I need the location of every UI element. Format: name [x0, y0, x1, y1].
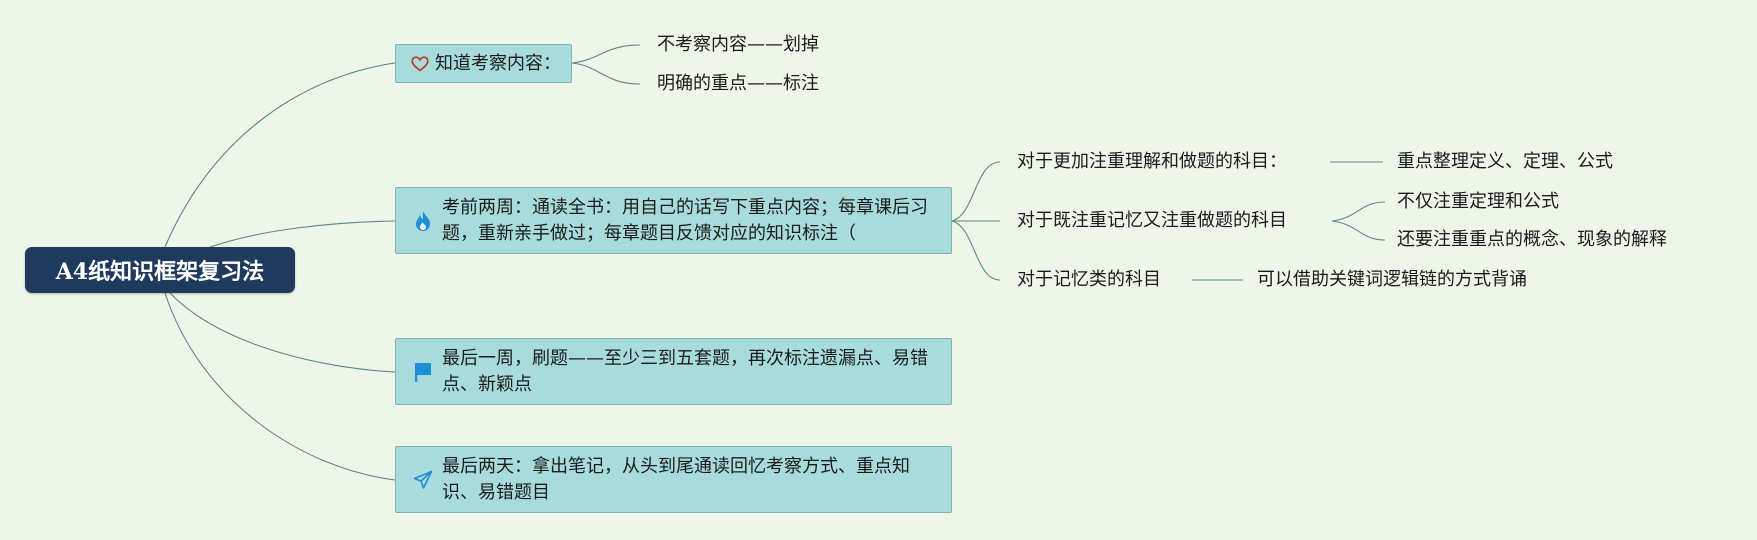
topic-last-two-days[interactable]: 最后两天：拿出笔记，从头到尾通读回忆考察方式、重点知识、易错题目 [395, 446, 952, 513]
leaf-focus-concepts[interactable]: 还要注重重点的概念、现象的解释 [1397, 229, 1667, 250]
connector-root-topic2 [209, 220, 396, 248]
topic-label: 最后两天：拿出笔记，从头到尾通读回忆考察方式、重点知识、易错题目 [442, 455, 910, 503]
leaf-focus-theorems[interactable]: 不仅注重定理和公式 [1397, 191, 1559, 212]
connector-topic1-child1 [571, 44, 641, 64]
leaf-organize-definitions[interactable]: 重点整理定义、定理、公式 [1397, 151, 1613, 172]
topic-label: 最后一周，刷题——至少三到五套题，再次标注遗漏点、易错点、新颖点 [442, 347, 928, 395]
connector-root-topic3 [169, 292, 396, 373]
topic-label: 考前两周：通读全书：用自己的话写下重点内容；每章课后习题，重新亲手做过；每章题目… [442, 196, 928, 244]
connector-root-topic4 [164, 292, 396, 481]
connector-topic1-child2 [571, 62, 641, 85]
topic-know-exam-content[interactable]: 知道考察内容： [395, 44, 572, 83]
flame-icon [412, 210, 434, 232]
branch-memory-subjects[interactable]: 对于记忆类的科目 [1017, 269, 1161, 290]
connector-branch2-leaf2 [1331, 220, 1386, 241]
paper-plane-icon [412, 470, 434, 490]
flag-icon [412, 361, 434, 383]
topic-two-weeks-before[interactable]: 考前两周：通读全书：用自己的话写下重点内容；每章课后习题，重新亲手做过；每章题目… [395, 187, 952, 254]
root-label: A4纸知识框架复习法 [55, 259, 265, 285]
root-topic[interactable]: A4纸知识框架复习法 [25, 247, 295, 293]
connector-topic2-branch3 [951, 220, 1001, 281]
leaf-keyword-logic-chain[interactable]: 可以借助关键词逻辑链的方式背诵 [1257, 269, 1527, 290]
connector-topic2-branch1 [951, 161, 1001, 222]
heart-icon [410, 55, 430, 72]
topic1-child-1[interactable]: 不考察内容——划掉 [657, 34, 819, 55]
topic1-child-2[interactable]: 明确的重点——标注 [657, 73, 819, 94]
topic-last-week[interactable]: 最后一周，刷题——至少三到五套题，再次标注遗漏点、易错点、新颖点 [395, 338, 952, 405]
branch-understanding-subjects[interactable]: 对于更加注重理解和做题的科目： [1017, 151, 1287, 172]
connector-root-topic1 [164, 62, 396, 248]
branch-memory-and-practice-subjects[interactable]: 对于既注重记忆又注重做题的科目 [1017, 210, 1287, 231]
topic-label: 知道考察内容： [435, 52, 561, 74]
connector-branch2-leaf1 [1331, 201, 1386, 222]
